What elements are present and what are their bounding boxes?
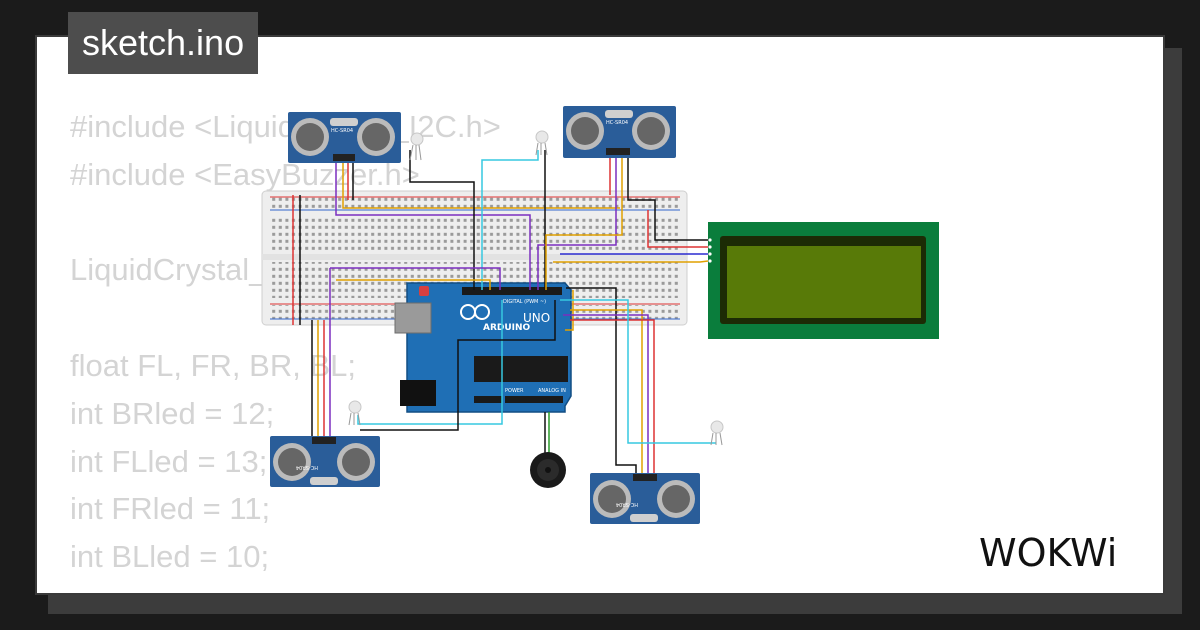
- buzzer[interactable]: [530, 452, 566, 488]
- ultrasonic-sensor-back-left[interactable]: HC-SR04: [270, 436, 380, 487]
- code-line: int BRled = 12;: [70, 395, 275, 431]
- ultrasonic-sensor-front-right[interactable]: HC-SR04: [563, 106, 676, 158]
- sensor-label: HC-SR04: [616, 501, 638, 507]
- rgb-led-3[interactable]: [348, 400, 362, 426]
- rgb-led-1[interactable]: [409, 132, 424, 161]
- svg-text:WOKWi: WOKWi: [979, 531, 1117, 575]
- ultrasonic-sensor-back-right[interactable]: HC-SR04: [590, 473, 700, 524]
- code-line: int FLled = 13;: [70, 443, 268, 479]
- digital-header-label: DIGITAL (PWM ~): [503, 299, 546, 305]
- code-line: int BLled = 10;: [70, 539, 270, 575]
- rgb-led-2[interactable]: [535, 130, 549, 156]
- sensor-label: HC-SR04: [606, 120, 628, 126]
- power-label: POWER: [505, 388, 524, 394]
- arduino-model: UNO: [523, 311, 550, 325]
- code-line: int FRled = 11;: [70, 491, 271, 527]
- code-line: float FL, FR, BR, BL;: [70, 347, 356, 383]
- file-tab[interactable]: sketch.ino: [68, 12, 259, 74]
- ultrasonic-sensor-front-left[interactable]: HC-SR04: [288, 112, 401, 163]
- sensor-label: HC-SR04: [331, 128, 353, 134]
- sensor-label: HC-SR04: [296, 464, 318, 470]
- analog-label: ANALOG IN: [538, 388, 566, 394]
- lcd-display[interactable]: [708, 222, 939, 339]
- rgb-led-4[interactable]: [710, 420, 724, 446]
- arduino-uno[interactable]: ARDUINO UNO DIGITAL (PWM ~) POWER ANALOG…: [394, 282, 572, 413]
- wires: [292, 150, 716, 475]
- wokwi-logo: WOKWi: [979, 531, 1117, 575]
- arduino-brand: ARDUINO: [483, 323, 531, 333]
- code-line: int BUZZER_PIN = 13;: [70, 581, 546, 593]
